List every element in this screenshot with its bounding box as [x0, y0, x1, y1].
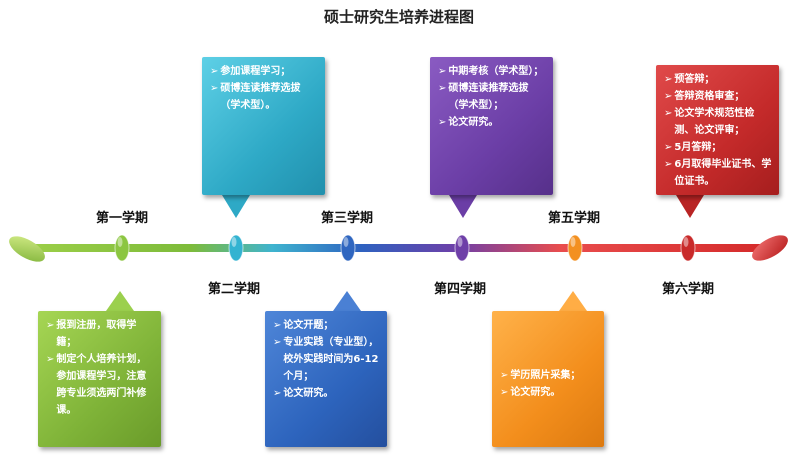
page-title: 硕士研究生培养进程图 [323, 8, 474, 26]
semester-node-4 [454, 234, 470, 262]
semester-4-box: ➢中期考核（学术型）； ➢硕博连读推荐选拔（学术型）； ➢论文研究。 [430, 57, 553, 195]
timeline-end-cap [752, 235, 788, 261]
bullet-icon: ➢ [273, 388, 282, 399]
bullet-icon: ➢ [46, 320, 55, 331]
box-item: ➢硕博连读推荐选拔（学术型）； [438, 80, 547, 114]
semester-5-box: ➢学历照片采集； ➢论文研究。 [492, 311, 604, 447]
bullet-icon: ➢ [664, 159, 673, 170]
box-item: ➢中期考核（学术型）； [438, 63, 547, 80]
semester-label-6: 第六学期 [662, 282, 715, 297]
semester-node-highlight [683, 237, 689, 247]
semester-label-1: 第一学期 [96, 211, 149, 226]
callout-pointer-2 [222, 195, 250, 218]
semester-node-3 [340, 234, 356, 262]
semester-label-2: 第二学期 [208, 282, 261, 297]
semester-node-2 [228, 234, 244, 262]
semester-node-highlight [570, 237, 576, 247]
semester-label-3: 第三学期 [321, 211, 374, 226]
bullet-icon: ➢ [438, 117, 447, 128]
semester-node-highlight [457, 237, 463, 247]
timeline-bar [28, 244, 768, 252]
semester-label-5: 第五学期 [548, 211, 601, 226]
callout-pointer-1 [106, 291, 134, 311]
semester-node-highlight [117, 237, 123, 247]
bullet-icon: ➢ [273, 337, 282, 348]
box-item: ➢论文研究。 [438, 114, 547, 131]
bullet-icon: ➢ [664, 91, 673, 102]
box-item: ➢制定个人培养计划，参加课程学习，注意跨专业须选两门补修课。 [46, 351, 155, 419]
semester-3-box: ➢论文开题； ➢专业实践（专业型），校外实践时间为6-12个月； ➢论文研究。 [265, 311, 387, 447]
bullet-icon: ➢ [664, 74, 673, 85]
box-item: ➢5月答辩； [664, 139, 773, 156]
semester-label-4: 第四学期 [434, 282, 487, 297]
bullet-icon: ➢ [500, 370, 509, 381]
box-item: ➢论文开题； [273, 317, 381, 334]
callout-pointer-4 [449, 195, 477, 218]
bullet-icon: ➢ [210, 83, 219, 94]
callout-pointer-3 [333, 291, 361, 311]
box-item: ➢论文学术规范性检测、论文评审； [664, 105, 773, 139]
bullet-icon: ➢ [210, 66, 219, 77]
bullet-icon: ➢ [664, 108, 673, 119]
bullet-icon: ➢ [46, 354, 55, 365]
box-item: ➢预答辩； [664, 71, 773, 88]
box-item: ➢论文研究。 [500, 384, 598, 401]
box-item: ➢学历照片采集； [500, 367, 598, 384]
semester-6-box: ➢预答辩； ➢答辩资格审查； ➢论文学术规范性检测、论文评审； ➢5月答辩； ➢… [656, 65, 779, 195]
bullet-icon: ➢ [664, 142, 673, 153]
semester-node-highlight [231, 237, 237, 247]
semester-2-box: ➢参加课程学习； ➢硕博连读推荐选拔（学术型）。 [202, 57, 325, 195]
box-item: ➢硕博连读推荐选拔（学术型）。 [210, 80, 319, 114]
bullet-icon: ➢ [438, 83, 447, 94]
box-item: ➢参加课程学习； [210, 63, 319, 80]
box-item: ➢报到注册，取得学籍； [46, 317, 155, 351]
box-item: ➢专业实践（专业型），校外实践时间为6-12个月； [273, 334, 381, 385]
box-item: ➢6月取得毕业证书、学位证书。 [664, 156, 773, 190]
semester-node-6 [680, 234, 696, 262]
semester-node-highlight [343, 237, 349, 247]
callout-pointer-5 [559, 291, 587, 311]
semester-node-5 [567, 234, 583, 262]
semester-1-box: ➢报到注册，取得学籍； ➢制定个人培养计划，参加课程学习，注意跨专业须选两门补修… [38, 311, 161, 447]
callout-pointer-6 [676, 195, 704, 218]
bullet-icon: ➢ [273, 320, 282, 331]
bullet-icon: ➢ [500, 387, 509, 398]
semester-node-1 [114, 234, 130, 262]
box-item: ➢论文研究。 [273, 385, 381, 402]
timeline-start-cap [9, 236, 45, 262]
box-item: ➢答辩资格审查； [664, 88, 773, 105]
bullet-icon: ➢ [438, 66, 447, 77]
